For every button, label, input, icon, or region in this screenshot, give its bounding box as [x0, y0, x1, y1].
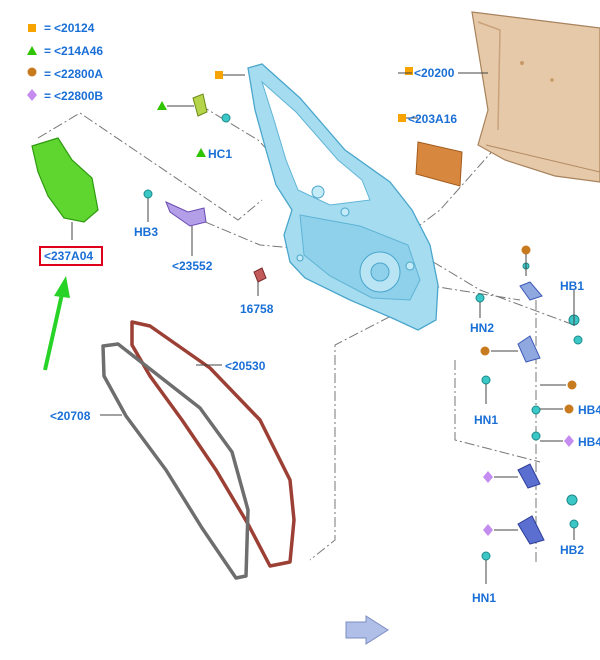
hinge-lower-a: [517, 463, 541, 489]
hinge-lower-b: [517, 515, 545, 545]
part-237A04-shield: [31, 137, 99, 223]
marker-diamond-icon: [483, 471, 493, 483]
legend-row: = <22800A: [40, 66, 103, 82]
part-label-hb1[interactable]: HB1: [560, 279, 585, 293]
part-label-237A04[interactable]: <237A04: [44, 249, 94, 263]
legend-row: = <22800B: [40, 88, 103, 104]
legend-eq: =: [44, 89, 52, 103]
marker-square-icon: [405, 67, 413, 75]
hinge-upper-b: [517, 335, 541, 363]
legend-eq: =: [44, 67, 52, 81]
part-label-hn1[interactable]: HN1: [474, 413, 499, 427]
part-label-hn1[interactable]: HN1: [472, 591, 497, 605]
legend-row: = <20124: [40, 20, 94, 36]
part-label-hb3[interactable]: HB3: [134, 225, 159, 239]
marker-triangle-icon: [196, 148, 206, 157]
legend-code: <22800A: [54, 67, 104, 81]
part-label-203A16[interactable]: <203A16: [408, 112, 458, 126]
marker-diamond-icon: [564, 435, 574, 447]
selected-part-highlight: [39, 246, 103, 266]
clip-214A46: [192, 93, 208, 117]
door-outer-panel: [471, 11, 600, 183]
legend-eq: =: [44, 44, 52, 58]
part-label-hb4[interactable]: HB4: [578, 435, 600, 449]
legend-code: <20124: [54, 21, 95, 35]
part-label-hb4[interactable]: HB4: [578, 403, 600, 417]
door-inner-panel: [247, 63, 439, 331]
pad-203A16: [415, 141, 463, 187]
part-label-hc1[interactable]: HC1: [208, 147, 233, 161]
legend-row: = <214A46: [40, 43, 103, 59]
part-label-20200[interactable]: <20200: [414, 66, 455, 80]
seal-20530: [130, 320, 296, 568]
bolts: [143, 113, 583, 561]
part-label-20530[interactable]: <20530: [225, 359, 266, 373]
legend-eq: =: [44, 21, 52, 35]
part-label-23552[interactable]: <23552: [172, 259, 213, 273]
marker-square-icon: [398, 114, 406, 122]
marker-diamond-icon: [483, 524, 493, 536]
seal-20708: [101, 342, 250, 580]
legend-triangle-icon: [27, 46, 37, 55]
check-strap-23552: [165, 201, 207, 227]
part-label-20708[interactable]: <20708: [50, 409, 91, 423]
marker-circle-icon: [564, 404, 574, 414]
legend-code: <214A46: [54, 44, 104, 58]
plug-16758: [253, 267, 267, 283]
legend-circle-icon: [27, 67, 37, 77]
part-label-hn2[interactable]: HN2: [470, 321, 495, 335]
part-label-hb2[interactable]: HB2: [560, 543, 585, 557]
legend-code: <22800B: [54, 89, 104, 103]
view-direction-arrow-icon: [345, 615, 389, 645]
marker-circle-icon: [521, 245, 531, 255]
legend-square-icon: [28, 24, 36, 32]
legend-diamond-icon: [27, 89, 37, 101]
marker-circle-icon: [567, 380, 577, 390]
marker-circle-icon: [480, 346, 490, 356]
marker-triangle-icon: [157, 101, 167, 110]
highlight-arrow: [43, 276, 70, 371]
hinge-upper-a: [519, 281, 543, 301]
marker-ticks: [100, 72, 575, 584]
marker-square-icon: [215, 71, 223, 79]
part-label-16758[interactable]: 16758: [240, 302, 274, 316]
